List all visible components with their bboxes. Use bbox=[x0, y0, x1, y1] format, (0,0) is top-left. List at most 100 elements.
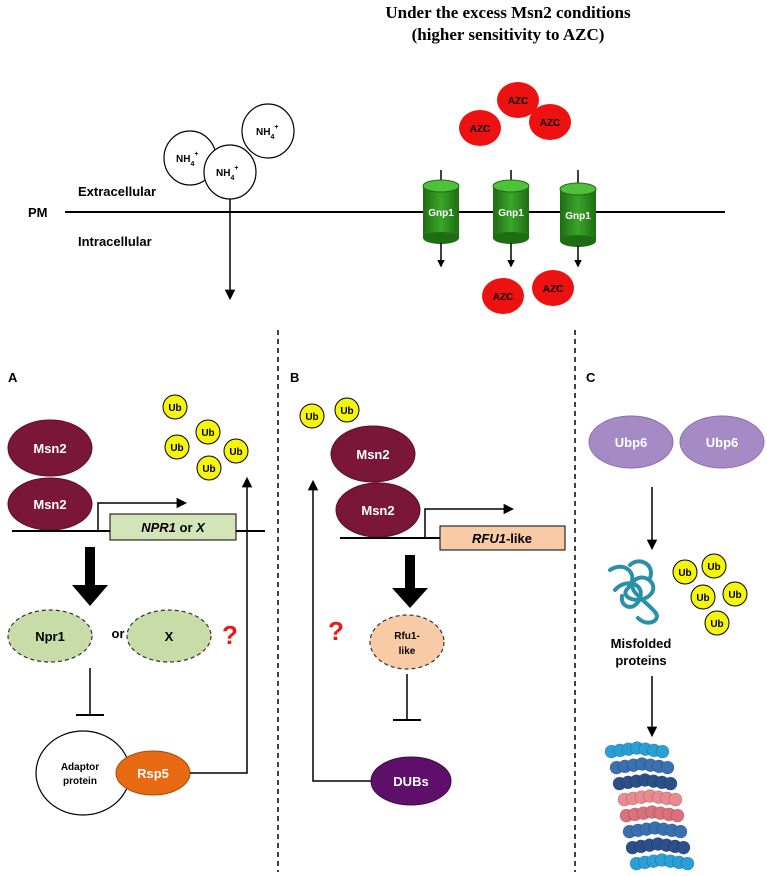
svg-text:AZC: AZC bbox=[493, 292, 514, 303]
rfu1-like-protein: Rfu1- like bbox=[369, 614, 445, 670]
svg-text:Ub: Ub bbox=[229, 447, 242, 458]
ubiquitin: Ub bbox=[162, 394, 188, 420]
svg-text:NPR1 or X: NPR1 or X bbox=[141, 520, 206, 535]
npr1-gene-box: NPR1 or X bbox=[109, 513, 237, 541]
svg-text:Ubp6: Ubp6 bbox=[615, 435, 648, 450]
ubp6-protein: Ubp6 bbox=[588, 415, 674, 469]
proteasome bbox=[604, 741, 695, 871]
svg-text:AZC: AZC bbox=[540, 118, 561, 129]
ubiquitin: Ub bbox=[701, 553, 727, 579]
gnp1-transporter: Gnp1 bbox=[492, 170, 530, 268]
svg-text:AZC: AZC bbox=[508, 96, 529, 107]
svg-text:Msn2: Msn2 bbox=[361, 503, 394, 518]
svg-text:Ub: Ub bbox=[170, 443, 183, 454]
msn2-protein: Msn2 bbox=[7, 419, 93, 477]
svg-text:Msn2: Msn2 bbox=[33, 441, 66, 456]
adaptor-protein: Adaptor protein bbox=[35, 730, 131, 816]
svg-text:Ubp6: Ubp6 bbox=[706, 435, 739, 450]
proteasome-subunit bbox=[655, 744, 670, 759]
svg-text:Gnp1: Gnp1 bbox=[498, 208, 524, 219]
proteasome-subunit bbox=[680, 856, 695, 871]
title-line-1: Under the excess Msn2 conditions bbox=[385, 3, 631, 22]
induction-arrow bbox=[392, 555, 428, 608]
panel-c-letter: C bbox=[586, 370, 596, 385]
ubiquitin: Ub bbox=[223, 438, 249, 464]
rfu1-gene-box: RFU1-like bbox=[439, 525, 566, 551]
intracellular-label: Intracellular bbox=[78, 234, 152, 249]
ubiquitin: Ub bbox=[164, 434, 190, 460]
svg-text:RFU1-like: RFU1-like bbox=[472, 531, 532, 546]
svg-text:Ub: Ub bbox=[168, 403, 181, 414]
misfolded-label-line-1: Misfolded bbox=[611, 636, 672, 651]
svg-text:Ub: Ub bbox=[728, 590, 741, 601]
svg-text:DUBs: DUBs bbox=[393, 774, 428, 789]
proteasome-subunit bbox=[660, 760, 675, 775]
panel-a-letter: A bbox=[8, 370, 18, 385]
inhibition-line bbox=[393, 674, 421, 721]
proteasome-subunit bbox=[673, 824, 688, 839]
ubiquitin: Ub bbox=[334, 397, 360, 423]
or-label: or bbox=[112, 626, 125, 641]
inhibition-line bbox=[76, 668, 104, 716]
svg-text:Ub: Ub bbox=[696, 593, 709, 604]
svg-text:Adaptor: Adaptor bbox=[61, 762, 99, 773]
gnp1-transporter: Gnp1 bbox=[422, 170, 460, 268]
msn2-protein: Msn2 bbox=[330, 425, 416, 483]
msn2-protein: Msn2 bbox=[7, 477, 93, 531]
svg-text:X: X bbox=[165, 629, 174, 644]
title-line-2: (higher sensitivity to AZC) bbox=[412, 25, 605, 44]
azc-molecule: AZC bbox=[459, 110, 501, 146]
proteasome-subunit bbox=[676, 840, 691, 855]
svg-text:Gnp1: Gnp1 bbox=[565, 211, 591, 222]
rsp5-to-ub-arrow bbox=[190, 476, 253, 774]
svg-text:Ub: Ub bbox=[305, 412, 318, 423]
svg-text:Ub: Ub bbox=[340, 406, 353, 417]
induction-arrow bbox=[72, 547, 108, 606]
ammonium-ion: NH4+ bbox=[241, 103, 295, 159]
svg-text:AZC: AZC bbox=[543, 284, 564, 295]
svg-text:NH4+: NH4+ bbox=[176, 151, 198, 168]
svg-text:Ub: Ub bbox=[707, 562, 720, 573]
azc-molecule: AZC bbox=[497, 82, 539, 118]
svg-text:Ub: Ub bbox=[201, 428, 214, 439]
ubp6-protein: Ubp6 bbox=[679, 415, 765, 469]
misfolded-protein-tangle bbox=[608, 559, 659, 625]
proteasome-subunit bbox=[670, 808, 685, 823]
ubiquitin: Ub bbox=[690, 584, 716, 610]
proteasome-subunit bbox=[668, 792, 683, 807]
misfolded-label-line-2: proteins bbox=[615, 653, 666, 668]
question-mark: ? bbox=[328, 616, 344, 646]
svg-text:Npr1: Npr1 bbox=[35, 629, 65, 644]
svg-text:Msn2: Msn2 bbox=[33, 497, 66, 512]
question-mark: ? bbox=[222, 620, 238, 650]
ammonium-ion: NH4+ bbox=[203, 144, 257, 200]
svg-text:Rfu1-: Rfu1- bbox=[394, 631, 420, 642]
svg-text:NH4+: NH4+ bbox=[256, 124, 278, 141]
azc-molecule: AZC bbox=[482, 278, 524, 314]
pm-label: PM bbox=[28, 205, 48, 220]
msn2-protein: Msn2 bbox=[335, 482, 421, 538]
svg-text:Ub: Ub bbox=[710, 619, 723, 630]
npr1-protein: Npr1 bbox=[7, 609, 93, 663]
ubiquitin: Ub bbox=[672, 559, 698, 585]
transcription-start-arrow bbox=[424, 503, 515, 538]
azc-molecule: AZC bbox=[532, 270, 574, 306]
svg-text:Rsp5: Rsp5 bbox=[137, 766, 169, 781]
transcription-start-arrow bbox=[97, 497, 188, 531]
dubs-to-msn2-arrow bbox=[307, 479, 371, 782]
panel-b-letter: B bbox=[290, 370, 299, 385]
azc-molecule: AZC bbox=[529, 104, 571, 140]
ubiquitin: Ub bbox=[299, 403, 325, 429]
svg-text:protein: protein bbox=[63, 776, 97, 787]
x-protein: X bbox=[126, 609, 212, 663]
extracellular-label: Extracellular bbox=[78, 184, 156, 199]
ubiquitin: Ub bbox=[722, 581, 748, 607]
svg-text:NH4+: NH4+ bbox=[216, 165, 238, 182]
svg-text:Ub: Ub bbox=[678, 568, 691, 579]
gnp1-transporter: Gnp1 bbox=[559, 170, 597, 268]
dubs-protein: DUBs bbox=[370, 756, 452, 806]
rsp5-protein: Rsp5 bbox=[115, 750, 191, 796]
ubiquitin: Ub bbox=[195, 419, 221, 445]
svg-text:AZC: AZC bbox=[470, 124, 491, 135]
